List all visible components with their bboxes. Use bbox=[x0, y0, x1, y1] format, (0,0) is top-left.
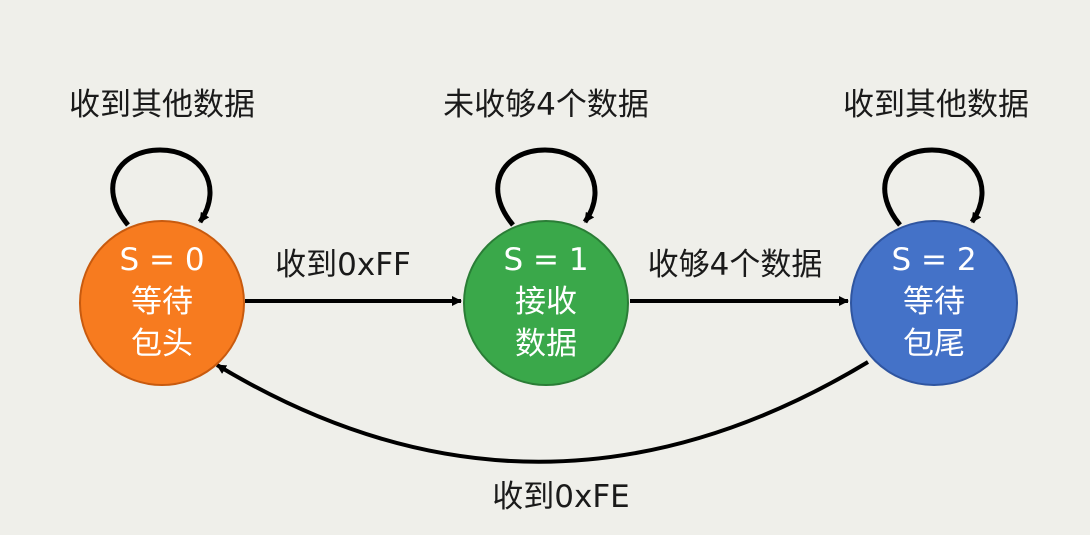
state-node-s1: S = 1 接收 数据 bbox=[463, 220, 629, 386]
state-s0-value: S = 0 bbox=[119, 242, 205, 279]
self-loop-arrow-s1 bbox=[495, 147, 598, 227]
self-loop-label-s2: 收到其他数据 bbox=[843, 87, 1029, 123]
state-s2-name-line1: 等待 bbox=[903, 284, 965, 321]
state-s1-name-line1: 接收 bbox=[515, 284, 577, 321]
transition-label-s2-to-s0: 收到0xFE bbox=[492, 479, 630, 515]
self-loop-arrow-s2 bbox=[882, 147, 985, 227]
state-s0-name-line2: 包头 bbox=[131, 325, 193, 362]
state-s1-value: S = 1 bbox=[503, 242, 589, 279]
state-s2-name-line2: 包尾 bbox=[903, 325, 965, 362]
transition-label-s0-to-s1: 收到0xFF bbox=[275, 247, 411, 283]
state-s1-name-line2: 数据 bbox=[515, 325, 577, 362]
transition-label-s1-to-s2: 收够4个数据 bbox=[647, 247, 823, 283]
self-loop-arrow-s0 bbox=[110, 147, 213, 227]
self-loop-label-s0: 收到其他数据 bbox=[69, 87, 255, 123]
transition-arrow-s2-to-s0 bbox=[215, 360, 870, 464]
self-loop-label-s1: 未收够4个数据 bbox=[443, 87, 649, 123]
state-s0-name-line1: 等待 bbox=[131, 284, 193, 321]
state-node-s0: S = 0 等待 包头 bbox=[79, 220, 245, 386]
state-node-s2: S = 2 等待 包尾 bbox=[850, 220, 1018, 386]
state-s2-value: S = 2 bbox=[891, 242, 977, 279]
